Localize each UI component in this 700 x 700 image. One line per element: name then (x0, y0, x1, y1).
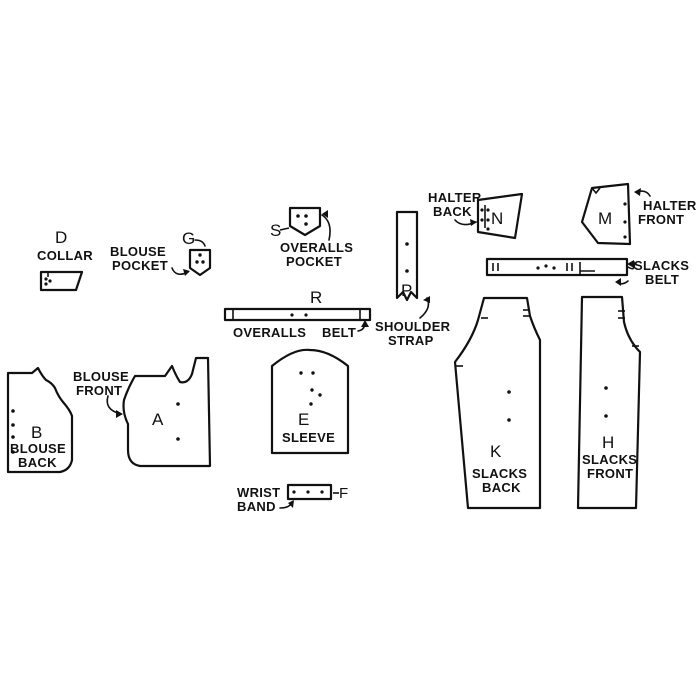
halter-front-label-2: FRONT (638, 212, 684, 227)
halter-front-label-1: HALTER (643, 198, 697, 213)
overalls-pocket-letter: S (270, 221, 281, 240)
shoulder-strap-label-1: SHOULDER (375, 319, 451, 334)
blouse-front-label-1: BLOUSE (73, 369, 129, 384)
blouse-front-letter: A (152, 410, 164, 429)
blouse-front-piece: BLOUSE FRONT A (73, 356, 212, 468)
collar-label: COLLAR (37, 248, 93, 263)
slacks-belt-piece: SLACKS BELT (485, 257, 689, 287)
slacks-front-label-2: FRONT (587, 466, 633, 481)
halter-back-piece: HALTER BACK N (428, 190, 524, 240)
overalls-belt-label-2: BELT (322, 325, 356, 340)
blouse-pocket-label-1: BLOUSE (110, 244, 166, 259)
slacks-back-piece: K SLACKS BACK (453, 296, 542, 510)
blouse-back-label-2: BACK (18, 455, 57, 470)
slacks-belt-label-1: SLACKS (634, 258, 689, 273)
slacks-front-piece: H SLACKS FRONT (576, 295, 642, 510)
sleeve-letter: E (298, 410, 309, 429)
shoulder-strap-piece: P SHOULDER STRAP (375, 210, 451, 348)
wrist-band-label-1: WRIST (237, 485, 280, 500)
wrist-band-label-2: BAND (237, 499, 276, 514)
overalls-pocket-label-2: POCKET (286, 254, 342, 269)
wrist-band-piece: WRIST BAND F (237, 483, 348, 514)
overalls-belt-letter: R (310, 288, 322, 307)
halter-back-letter: N (491, 209, 503, 228)
halter-back-label-2: BACK (433, 204, 472, 219)
halter-back-label-1: HALTER (428, 190, 482, 205)
sleeve-piece: E SLEEVE (270, 348, 350, 455)
collar-piece: D COLLAR (37, 228, 93, 292)
shoulder-strap-letter: P (401, 281, 412, 300)
blouse-back-label-1: BLOUSE (10, 441, 66, 456)
wrist-band-letter: F (339, 485, 348, 502)
slacks-back-letter: K (490, 442, 502, 461)
blouse-back-piece: B BLOUSE BACK (6, 366, 74, 474)
blouse-pocket-letter: G (182, 229, 195, 248)
slacks-front-label-1: SLACKS (582, 452, 637, 467)
blouse-back-letter: B (31, 423, 42, 442)
slacks-belt-label-2: BELT (645, 272, 679, 287)
slacks-back-label-2: BACK (482, 480, 521, 495)
collar-letter: D (55, 228, 67, 247)
slacks-back-label-1: SLACKS (472, 466, 527, 481)
sleeve-label: SLEEVE (282, 430, 335, 445)
shoulder-strap-label-2: STRAP (388, 333, 434, 348)
overalls-pocket-piece: S OVERALLS POCKET (270, 206, 353, 269)
blouse-pocket-label-2: POCKET (112, 258, 168, 273)
blouse-pocket-piece: BLOUSE POCKET G (110, 229, 212, 277)
overalls-pocket-label-1: OVERALLS (280, 240, 353, 255)
halter-front-letter: M (598, 209, 612, 228)
blouse-front-label-2: FRONT (76, 383, 122, 398)
halter-front-piece: M HALTER FRONT (580, 182, 697, 246)
overalls-belt-piece: R OVERALLS BELT (223, 288, 372, 340)
slacks-front-letter: H (602, 433, 614, 452)
overalls-belt-label-1: OVERALLS (233, 325, 306, 340)
